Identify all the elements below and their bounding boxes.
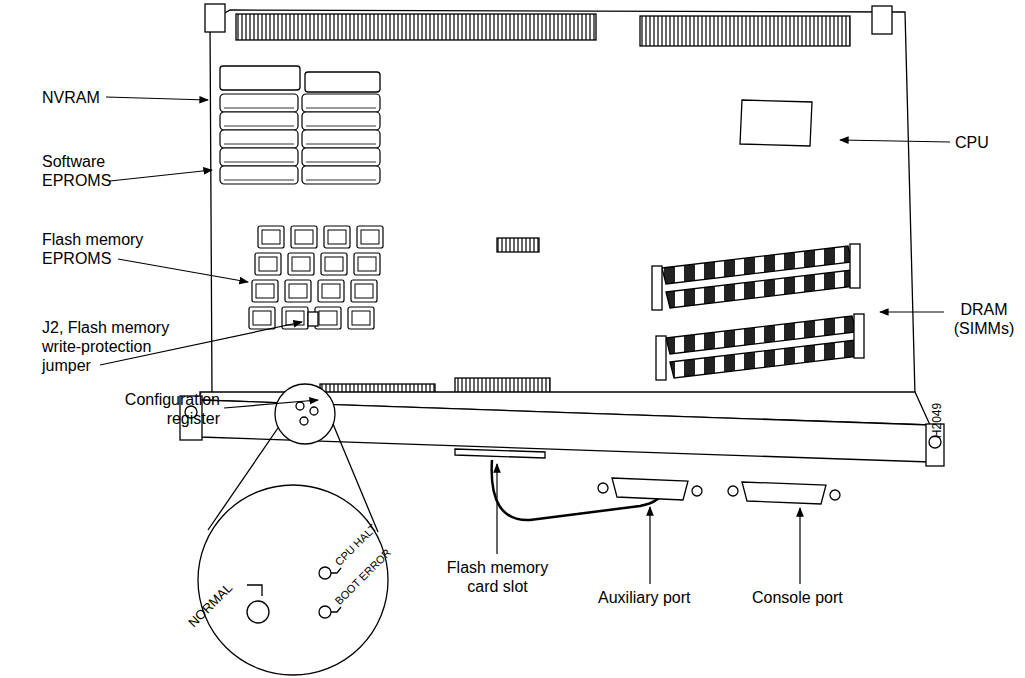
part-label: DRAM (SIMMs): [946, 300, 1022, 338]
figure-number: H2049: [931, 403, 944, 438]
part-label: CPU: [955, 133, 989, 152]
part-label: NVRAM: [42, 88, 100, 107]
part-label: Auxiliary port: [598, 588, 690, 607]
part-label: Flash memory EPROMS: [42, 230, 162, 268]
part-label: Console port: [752, 588, 843, 607]
led-label: NORMAL: [186, 581, 235, 630]
part-label: J2, Flash memory write-protection jumper: [42, 318, 182, 375]
part-label: Flash memory card slot: [440, 558, 555, 596]
part-label: Software EPROMS: [42, 152, 142, 190]
part-label: Configuration register: [95, 390, 220, 428]
